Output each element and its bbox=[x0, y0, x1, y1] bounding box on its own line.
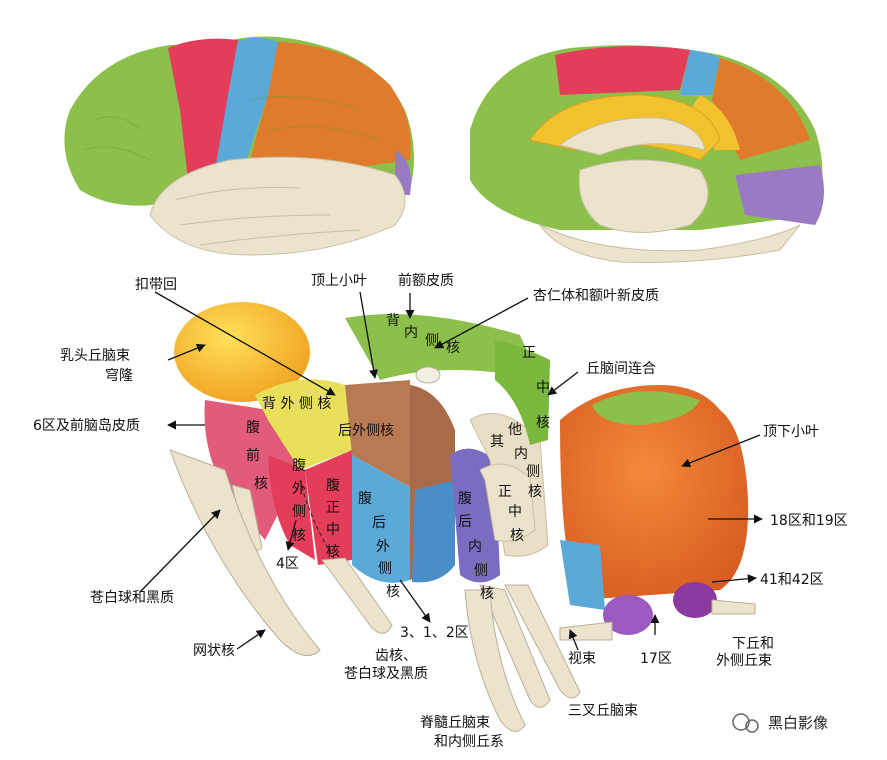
nucleus-ventral-posterolateral-char: 外 bbox=[376, 539, 390, 555]
outer-labels: 扣带回 顶上小叶 前额皮质 杏仁体和额叶新皮质 乳头丘脑束 穹隆 丘脑间连合 6… bbox=[33, 272, 848, 750]
nucleus-other-medial-char: 其 bbox=[490, 434, 504, 450]
label-fornix: 穹隆 bbox=[105, 368, 133, 384]
nucleus-dorsal-medial-char: 背 bbox=[386, 313, 400, 329]
wechat-icon bbox=[732, 713, 750, 731]
nucleus-ventral-lateral-char: 侧 bbox=[292, 504, 306, 520]
label-area4: 4区 bbox=[276, 556, 299, 572]
label-interthalamic: 丘脑间连合 bbox=[586, 361, 656, 377]
label-dentate-2: 苍白球及黑质 bbox=[344, 666, 428, 682]
label-inferior-parietal: 顶下小叶 bbox=[763, 424, 819, 440]
label-spinothalamic: 脊髓丘脑束 bbox=[420, 715, 490, 731]
label-dentate: 齿核、 bbox=[375, 648, 417, 664]
nucleus-ventral-anterior-char: 腹 bbox=[246, 419, 260, 436]
nucleus-ventral-median-char: 核 bbox=[326, 544, 340, 560]
label-superior-parietal: 顶上小叶 bbox=[311, 273, 367, 289]
label-amygdala: 杏仁体和额叶新皮质 bbox=[533, 288, 659, 304]
nucleus-ventral-posterolateral-char: 核 bbox=[386, 584, 400, 600]
nucleus-ventral-lateral-char: 腹 bbox=[292, 457, 306, 474]
nucleus-centromedian-char: 核 bbox=[510, 528, 524, 544]
label-globus-pallidus: 苍白球和黑质 bbox=[90, 590, 174, 606]
nucleus-other-medial-char: 核 bbox=[528, 484, 542, 500]
watermark-text: 黑白影像 bbox=[768, 714, 828, 732]
nucleus-other-medial-char: 内 bbox=[514, 446, 528, 462]
label-lateral-lemniscus: 外侧丘束 bbox=[716, 653, 772, 669]
nucleus-ventral-lateral-char: 核 bbox=[292, 528, 306, 544]
lateral-brain-illustration bbox=[64, 36, 414, 256]
label-medial-lemniscus: 和内侧丘系 bbox=[434, 734, 504, 750]
nucleus-ventral-posteromedial-char: 后 bbox=[458, 514, 472, 530]
nucleus-ventral-posteromedial-char: 内 bbox=[468, 539, 482, 555]
nucleus-dorsal-medial-char: 侧 bbox=[425, 333, 439, 349]
nucleus-ventral-median-char: 正 bbox=[326, 500, 340, 516]
nucleus-ventral-posteromedial-char: 腹 bbox=[458, 490, 472, 507]
nucleus-dorsal-medial-char: 内 bbox=[404, 325, 418, 341]
label-area41-42: 41和42区 bbox=[760, 572, 824, 588]
label-mammillothalamic: 乳头丘脑束 bbox=[60, 348, 130, 364]
nucleus-dorsal-lateral: 背 外 侧 核 bbox=[262, 396, 331, 412]
nucleus-other-medial-char: 他 bbox=[508, 422, 522, 438]
nucleus-centromedian-char: 中 bbox=[508, 504, 522, 520]
thalamus-illustration bbox=[169, 302, 581, 732]
medial-brain-illustration bbox=[470, 45, 824, 263]
nucleus-centromedian-top-char: 核 bbox=[536, 415, 550, 431]
watermark: 黑白影像 bbox=[732, 713, 828, 733]
nucleus-ventral-posterolateral-char: 腹 bbox=[358, 490, 372, 507]
nucleus-ventral-posterolateral-char: 侧 bbox=[378, 561, 392, 577]
label-area18-19: 18区和19区 bbox=[770, 513, 848, 529]
label-reticular: 网状核 bbox=[193, 643, 235, 659]
label-trigeminal: 三叉丘脑束 bbox=[568, 703, 638, 719]
label-area6: 6区及前脑岛皮质 bbox=[33, 417, 140, 434]
nucleus-ventral-lateral-char: 外 bbox=[292, 481, 306, 497]
nucleus-ventral-median-char: 腹 bbox=[326, 477, 340, 494]
pulvinar-illustration bbox=[559, 385, 756, 641]
nucleus-ventral-anterior-char: 核 bbox=[254, 476, 268, 492]
nucleus-centromedian-top-char: 中 bbox=[536, 380, 550, 396]
label-area312: 3、1、2区 bbox=[400, 625, 469, 641]
nucleus-ventral-posterolateral-char: 后 bbox=[372, 515, 386, 531]
leader-arrows bbox=[139, 291, 763, 651]
nucleus-centromedian-top-char: 正 bbox=[522, 345, 536, 361]
label-optic-tract: 视束 bbox=[568, 651, 596, 667]
nucleus-labels: 背内侧核正中核其他内侧核腹前核腹外侧核腹正中核腹后外侧核腹后内侧核正中核背 外 … bbox=[246, 313, 550, 602]
label-prefrontal: 前额皮质 bbox=[398, 272, 454, 289]
nucleus-lateral-posterior: 后外侧核 bbox=[338, 423, 394, 439]
nucleus-dorsal-medial-char: 核 bbox=[446, 340, 460, 356]
label-area17: 17区 bbox=[640, 651, 672, 667]
nucleus-ventral-median-char: 中 bbox=[326, 522, 340, 538]
nucleus-centromedian-char: 正 bbox=[498, 484, 512, 500]
nucleus-ventral-anterior-char: 前 bbox=[246, 447, 260, 464]
nucleus-other-medial-char: 侧 bbox=[526, 464, 540, 480]
nucleus-ventral-posteromedial-char: 核 bbox=[480, 586, 494, 602]
label-cingulate: 扣带回 bbox=[135, 277, 177, 293]
nucleus-ventral-posteromedial-char: 侧 bbox=[474, 563, 488, 579]
label-inferior-colliculus: 下丘和 bbox=[732, 636, 774, 652]
